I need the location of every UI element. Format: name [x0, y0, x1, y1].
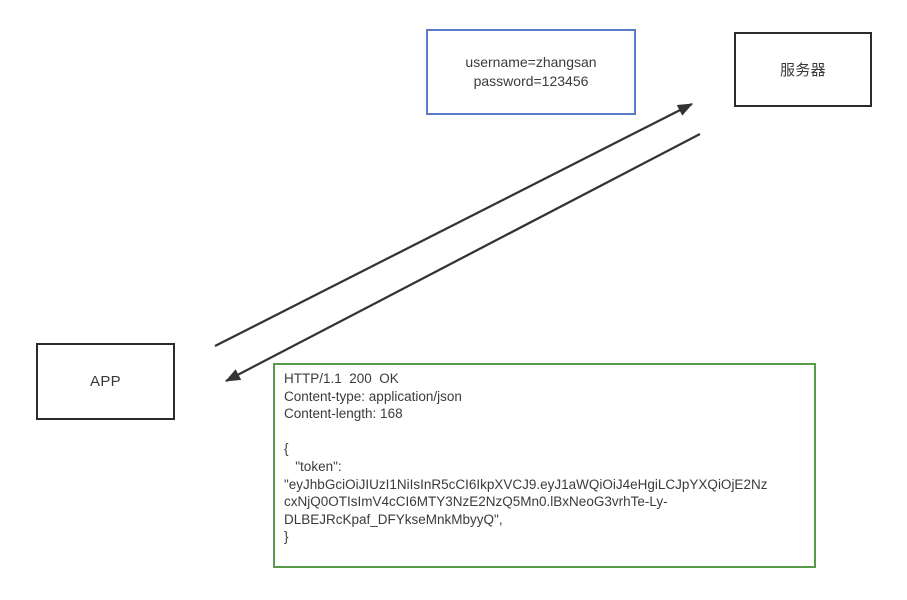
response-line: Content-length: 168 — [284, 406, 403, 422]
request-credentials-box: username=zhangsan password=123456 — [426, 29, 636, 115]
response-line: DLBEJRcKpaf_DFYkseMnkMbyyQ", — [284, 511, 503, 527]
app-label: APP — [90, 373, 121, 390]
response-line: Content-type: application/json — [284, 388, 462, 404]
response-line: HTTP/1.1 200 OK — [284, 371, 399, 386]
response-line: { — [284, 441, 289, 457]
response-line: } — [284, 529, 289, 545]
request-username-text: username=zhangsan — [465, 54, 597, 70]
response-http-box: HTTP/1.1 200 OK Content-type: application… — [273, 363, 816, 568]
request-password-text: password=123456 — [473, 73, 589, 89]
app-node: APP — [36, 343, 175, 420]
response-arrow — [225, 133, 701, 382]
response-line: "eyJhbGciOiJIUzI1NiIsInR5cCI6IkpXVCJ9.ey… — [284, 476, 768, 492]
server-label: 服务器 — [780, 62, 826, 79]
request-arrow — [214, 102, 693, 348]
response-line: cxNjQ0OTIsImV4cCI6MTY3NzE2NzQ5Mn0.lBxNeo… — [284, 494, 668, 510]
response-line — [284, 423, 806, 441]
server-node: 服务器 — [734, 32, 872, 107]
response-line: "token": — [284, 458, 342, 474]
